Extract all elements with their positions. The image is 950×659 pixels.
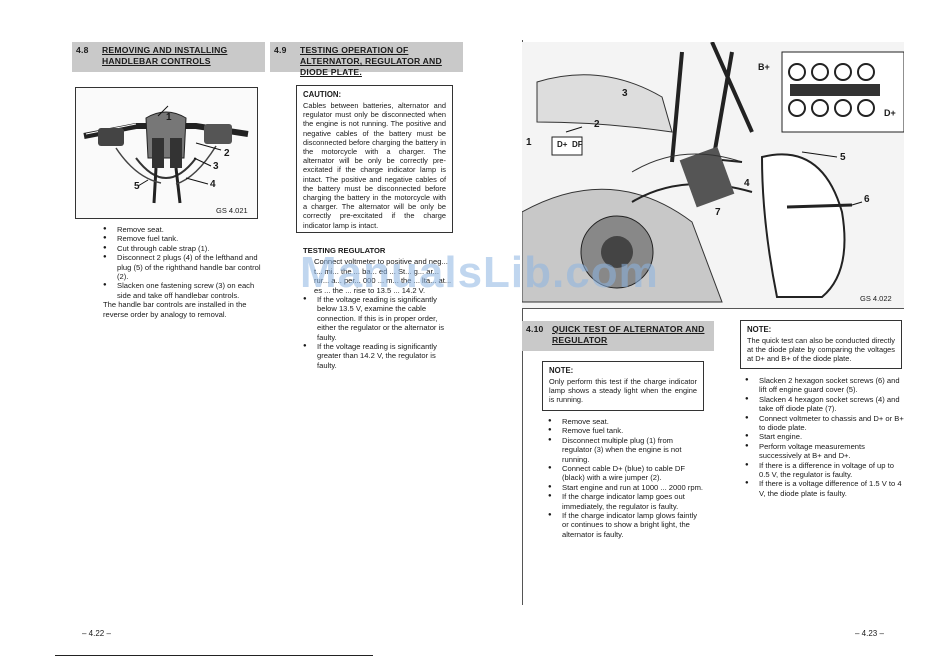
bottom-rule [55, 655, 373, 656]
callout-4: 4 [210, 179, 216, 190]
callout-d-plus: D+ [557, 140, 568, 149]
list-item: Start engine and run at 1000 ... 2000 rp… [548, 483, 704, 493]
list-item: Remove seat. [548, 417, 704, 427]
subsection-intro: Connect voltmeter to positive and neg...… [314, 257, 452, 295]
list-item: Start engine. [745, 432, 905, 442]
callout-3: 3 [622, 88, 628, 99]
section-title: REMOVING AND INSTALLING HANDLEBAR CONTRO… [102, 45, 228, 66]
list-item: Cut through cable strap (1). [103, 244, 263, 254]
list-item: If the charge indicator lamp glows faint… [548, 511, 704, 539]
note-box: NOTE: Only perform this test if the char… [542, 361, 704, 411]
callout-5: 5 [840, 152, 846, 163]
section-title: QUICK TEST OF ALTERNATOR AND REGULATOR [552, 324, 705, 345]
callout-7: 7 [715, 207, 721, 218]
list-item: Disconnect 2 plugs (4) of the lefthand a… [103, 253, 263, 281]
section-title: TESTING OPERATION OF ALTERNATOR, REGULAT… [300, 45, 442, 77]
caution-text: Cables between batteries, alternator and… [303, 101, 446, 230]
diode-test-body: Slacken 2 hexagon socket screws (6) and … [745, 376, 905, 498]
watermark: ManualsLib.com [300, 248, 659, 297]
callout-1: 1 [166, 112, 172, 123]
handlebar-figure: 1 2 3 4 5 GS 4.021 [75, 87, 258, 219]
note-label: NOTE: [549, 366, 574, 375]
reinstall-note: The handle bar controls are installed in… [103, 300, 247, 319]
list-item: If the charge indicator lamp goes out im… [548, 492, 704, 511]
quick-test-steps: Remove seat. Remove fuel tank. Disconnec… [548, 417, 704, 539]
page-number-left: – 4.22 – [82, 629, 111, 638]
section-number: 4.9 [274, 45, 287, 55]
section-4-10-body: Remove seat. Remove fuel tank. Disconnec… [548, 417, 704, 539]
list-item: Connect voltmeter to chassis and D+ or B… [745, 414, 905, 433]
section-number: 4.10 [526, 324, 544, 334]
figure-caption: GS 4.022 [860, 294, 892, 303]
page-number-right: – 4.23 – [855, 629, 884, 638]
subsection-title: TESTING REGULATOR [303, 246, 386, 255]
callout-b-plus: B+ [758, 62, 770, 72]
list-item: Slacken one fastening screw (3) on each … [103, 281, 263, 300]
alternator-illustration [522, 42, 904, 308]
callout-2: 2 [594, 119, 600, 130]
callout-2: 2 [224, 148, 230, 159]
note-text: Only perform this test if the charge ind… [549, 377, 697, 405]
list-item: If the voltage reading is significantly … [303, 295, 455, 342]
list-item: Slacken 2 hexagon socket screws (6) and … [745, 376, 905, 395]
list-item: Remove fuel tank. [548, 426, 704, 436]
section-number: 4.8 [76, 45, 89, 55]
list-item: Remove seat. [103, 225, 263, 235]
list-item: Perform voltage measurements successivel… [745, 442, 905, 461]
callout-df: DF [572, 140, 583, 149]
alternator-figure: B+ D+ 3 2 1 D+ DF 4 7 5 6 GS 4.022 [522, 42, 904, 309]
callout-6: 6 [864, 194, 870, 205]
list-item: Connect cable D+ (blue) to cable DF (bla… [548, 464, 704, 483]
list-item: If there is a voltage difference of 1.5 … [745, 479, 905, 498]
diode-test-steps: Slacken 2 hexagon socket screws (6) and … [745, 376, 905, 498]
section-4-8-body: Remove seat. Remove fuel tank. Cut throu… [103, 225, 263, 319]
callout-5: 5 [134, 181, 140, 192]
regulator-steps: If the voltage reading is significantly … [303, 295, 455, 370]
diode-note-box: NOTE: The quick test can also be conduct… [740, 320, 902, 369]
list-item: Disconnect multiple plug (1) from regula… [548, 436, 704, 464]
list-item: If there is a difference in voltage of u… [745, 461, 905, 480]
steps-list: Remove seat. Remove fuel tank. Cut throu… [103, 225, 263, 300]
list-item: Slacken 4 hexagon socket screws (4) and … [745, 395, 905, 414]
figure-caption: GS 4.021 [216, 206, 248, 215]
caution-box: CAUTION: Cables between batteries, alter… [296, 85, 453, 233]
callout-1: 1 [526, 137, 532, 148]
section-4-9-header: 4.9 TESTING OPERATION OF ALTERNATOR, REG… [270, 42, 463, 77]
callout-d-plus-top: D+ [884, 108, 896, 118]
callout-3: 3 [213, 161, 219, 172]
section-4-8-header: 4.8 REMOVING AND INSTALLING HANDLEBAR CO… [72, 42, 265, 72]
section-4-10-header: 4.10 QUICK TEST OF ALTERNATOR AND REGULA… [522, 321, 714, 351]
callout-4: 4 [744, 178, 750, 189]
list-item: If the voltage reading is significantly … [303, 342, 455, 370]
testing-regulator: TESTING REGULATOR Connect voltmeter to p… [303, 246, 455, 370]
list-item: Remove fuel tank. [103, 234, 263, 244]
caution-label: CAUTION: [303, 90, 342, 99]
note-label: NOTE: [747, 325, 772, 334]
handlebar-illustration [83, 105, 249, 204]
note-text: The quick test can also be conducted dir… [747, 336, 895, 364]
